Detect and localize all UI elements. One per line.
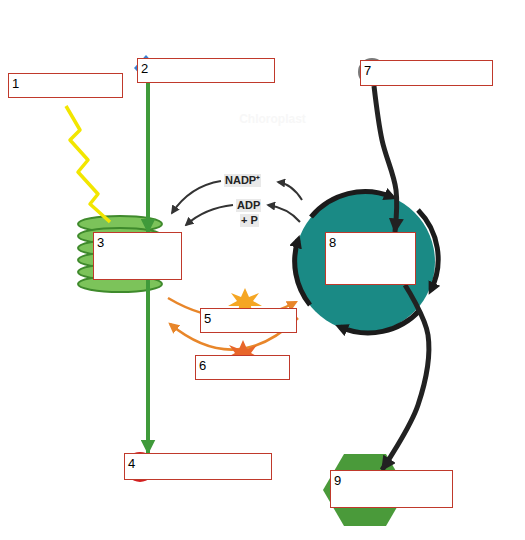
flow-arrow (382, 285, 429, 470)
callout-box: 1 (8, 73, 123, 98)
cycle-arrow (295, 240, 310, 305)
cofactor-arrow (268, 205, 300, 222)
callout-number: 1 (9, 74, 22, 93)
callout-number: 4 (125, 454, 138, 473)
callout-number: 9 (331, 471, 344, 490)
outer-membrane (41, 101, 154, 123)
cycle-arrow (418, 210, 438, 290)
flow-arrow (146, 280, 150, 453)
callout-number: 2 (138, 59, 151, 78)
callout-number: 5 (201, 309, 214, 328)
molecule-label: + P (240, 214, 259, 227)
callout-box: 6 (195, 355, 290, 380)
callout-box: 5 (200, 308, 297, 333)
calvin-cycle-disc (295, 192, 435, 332)
cofactor-arrow (278, 182, 302, 200)
callout-box: 8 (325, 232, 416, 285)
callout-box: 4 (124, 453, 272, 480)
callout-number: 6 (196, 356, 209, 375)
structure-name: Chloroplast (239, 112, 306, 126)
callout-box: 9 (330, 470, 453, 508)
cofactor-arrow (186, 205, 233, 225)
callout-box: 7 (360, 60, 493, 86)
callout-number: 7 (361, 61, 374, 80)
callout-box: 3 (93, 232, 182, 280)
stroma (60, 100, 135, 124)
molecule-label: ADP (236, 199, 261, 212)
callout-number: 8 (326, 233, 339, 252)
flow-arrow (374, 86, 397, 232)
chloroplast-membrane (40, 100, 155, 124)
flow-arrow (146, 83, 150, 232)
light-bolt (66, 106, 110, 222)
cycle-arrow (340, 310, 420, 333)
cofactor-arrows (172, 181, 302, 225)
cycle-arrow (311, 192, 392, 217)
callout-box: 2 (137, 58, 275, 83)
molecule-label: NADP⁺ (224, 174, 261, 187)
chloroplast-outline: 3 8 5 6 Chloroplast (40, 100, 505, 470)
callout-number: 3 (94, 233, 107, 252)
cycle-ring (295, 192, 438, 333)
